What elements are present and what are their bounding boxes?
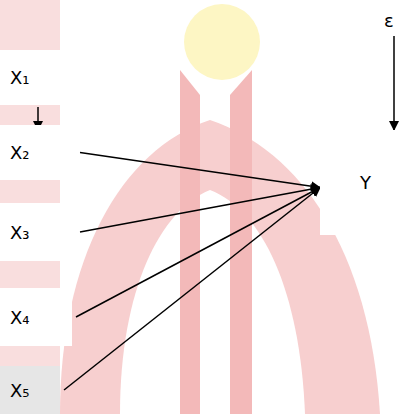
path-arrow — [393, 36, 395, 130]
path-arrow — [80, 153, 320, 188]
watermark-bar — [230, 70, 252, 414]
error-term: ε — [382, 6, 406, 34]
path-arrow — [80, 188, 320, 233]
watermark-bar — [180, 70, 200, 414]
variable-label: X₂ — [10, 142, 30, 163]
watermark-inner — [120, 190, 305, 414]
watermark-circle — [184, 4, 260, 80]
variable-box: X₂ — [0, 125, 76, 180]
path-arrow — [64, 188, 320, 391]
variable-label: Y — [360, 172, 371, 193]
variable-box: X₄ — [0, 288, 72, 346]
variable-label: X₃ — [10, 222, 30, 243]
variable-label: X₅ — [10, 380, 30, 401]
variable-label: ε — [384, 10, 394, 31]
variable-label: X₄ — [10, 307, 30, 328]
variable-box: X₁ — [0, 50, 76, 105]
variable-box: X₅ — [0, 366, 60, 414]
outcome-box: Y — [320, 130, 411, 235]
variable-label: X₁ — [10, 67, 30, 88]
path-arrow — [76, 188, 320, 318]
variable-box: X₃ — [0, 203, 76, 261]
